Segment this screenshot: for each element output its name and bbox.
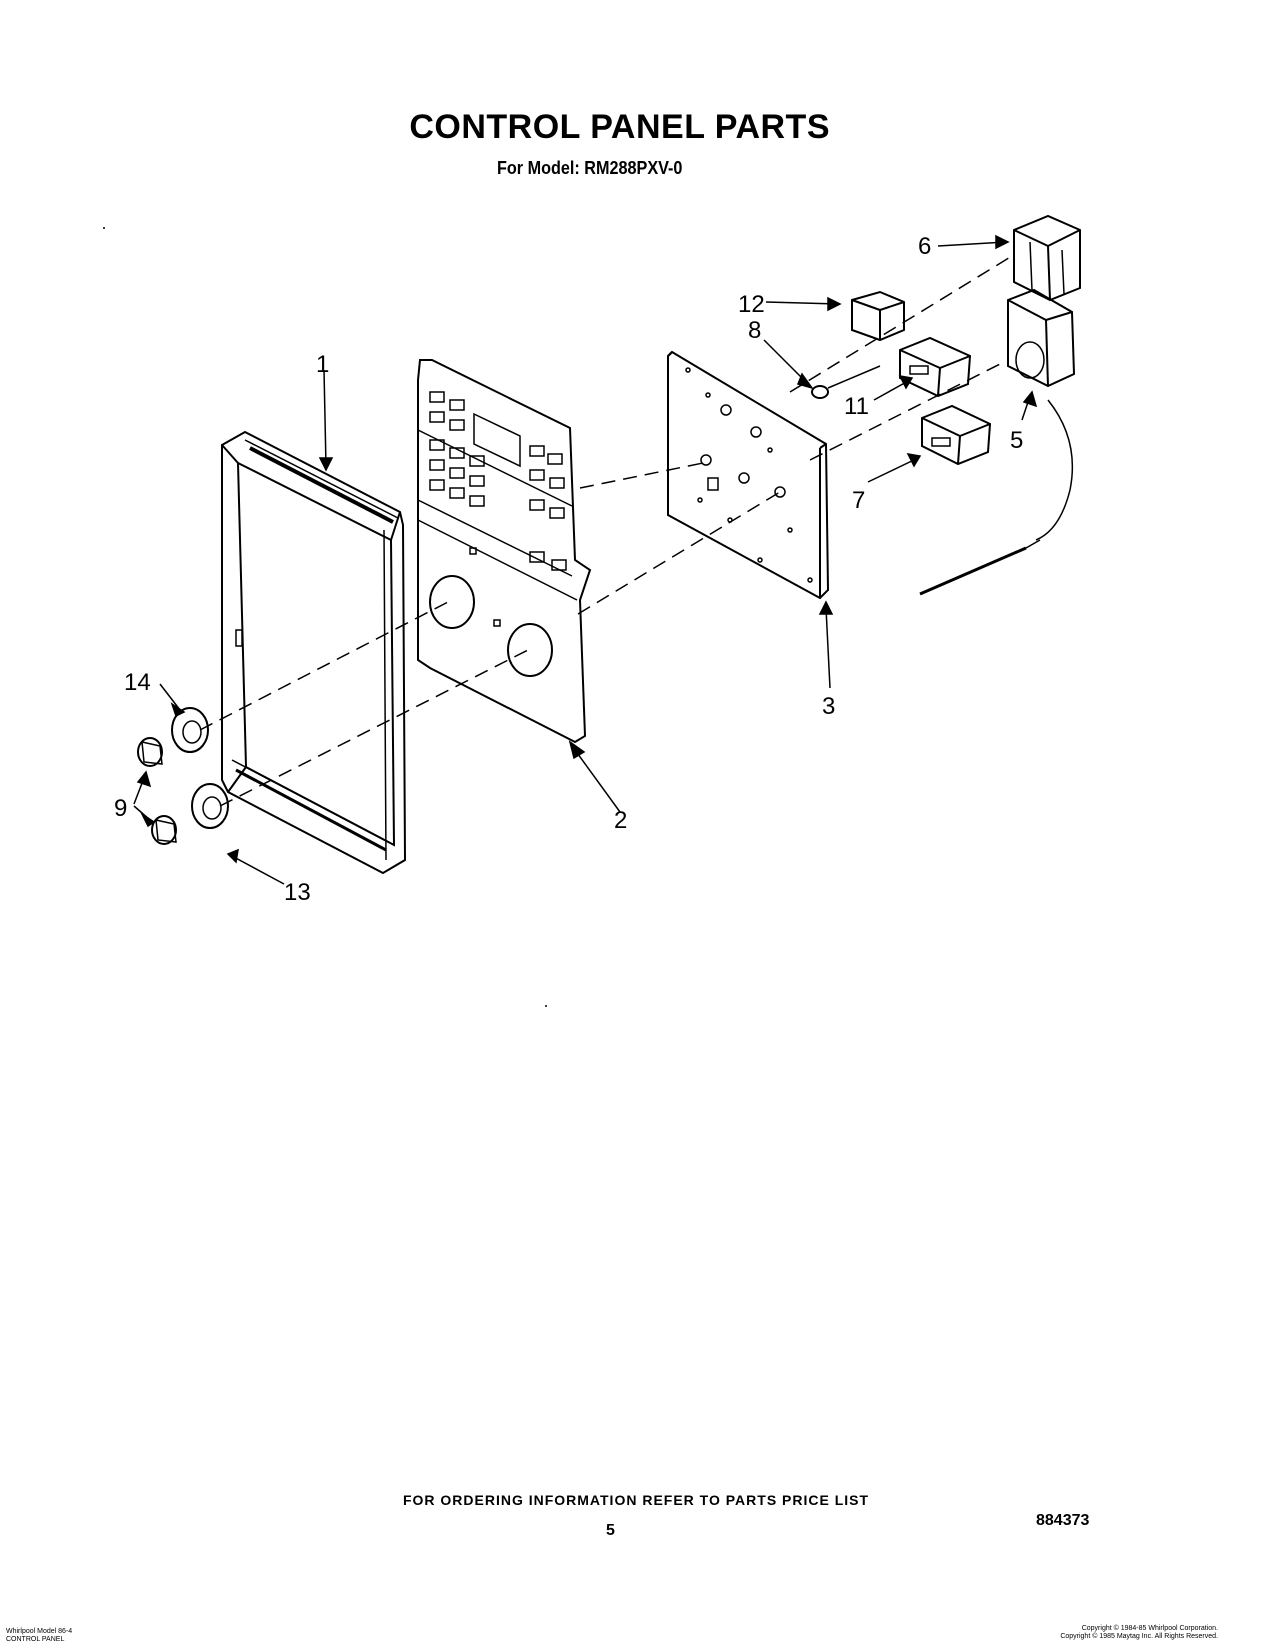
part-7-relay-block (921, 404, 992, 466)
footer-left-line-2: CONTROL PANEL (6, 1636, 65, 1643)
callout-8: 8 (748, 317, 761, 344)
part-6-connector-block (1013, 214, 1081, 302)
callout-12: 12 (738, 291, 765, 318)
part-5-switch-assembly (1007, 288, 1076, 541)
part-12-relay (851, 290, 905, 342)
callout-11: 11 (844, 393, 869, 420)
part-9-knob-upper (137, 737, 163, 767)
part-8-lamp (811, 365, 881, 399)
part-13-knob-ring-lower (191, 783, 229, 829)
footer-copyright: Copyright © 1984-85 Whirlpool Corporatio… (1060, 1625, 1218, 1641)
footer-copyright-line-1: Copyright © 1984-85 Whirlpool Corporatio… (1081, 1625, 1218, 1632)
wire-lead (919, 539, 1041, 596)
model-subtitle: For Model: RM288PXV-0 (497, 158, 683, 178)
callout-1: 1 (316, 351, 329, 378)
leader-arrows (133, 234, 1038, 885)
footer-left-line-1: Whirlpool Model 86-4 (6, 1628, 73, 1635)
callout-labels: 1 2 3 5 6 7 8 9 11 12 13 14 (114, 233, 1023, 906)
callout-13: 13 (284, 879, 311, 906)
callout-2: 2 (614, 807, 627, 834)
callout-6: 6 (918, 233, 931, 260)
alignment-lines (199, 255, 1013, 807)
part-14-knob-ring-upper (171, 707, 209, 753)
callout-7: 7 (852, 487, 865, 514)
callout-9: 9 (114, 795, 127, 822)
callout-3: 3 (822, 693, 835, 720)
part-11-relay-block (899, 336, 972, 398)
ordering-info: FOR ORDERING INFORMATION REFER TO PARTS … (402, 1492, 870, 1508)
footer-left-note: Whirlpool Model 86-4 CONTROL PANEL (6, 1628, 72, 1644)
page-number: 5 (606, 1522, 615, 1539)
part-3-circuit-board (667, 350, 830, 600)
page-title: CONTROL PANEL PARTS (409, 108, 830, 146)
stray-marks (103, 227, 547, 1007)
part-1-bezel-frame (221, 430, 407, 875)
callout-14: 14 (124, 669, 151, 696)
part-2-control-plate (417, 359, 592, 744)
footer-copyright-line-2: Copyright © 1985 Maytag Inc. All Rights … (1060, 1633, 1218, 1640)
part-9-knob-lower (151, 815, 177, 845)
document-number: 884373 (1036, 1512, 1090, 1529)
callout-5: 5 (1010, 427, 1023, 454)
